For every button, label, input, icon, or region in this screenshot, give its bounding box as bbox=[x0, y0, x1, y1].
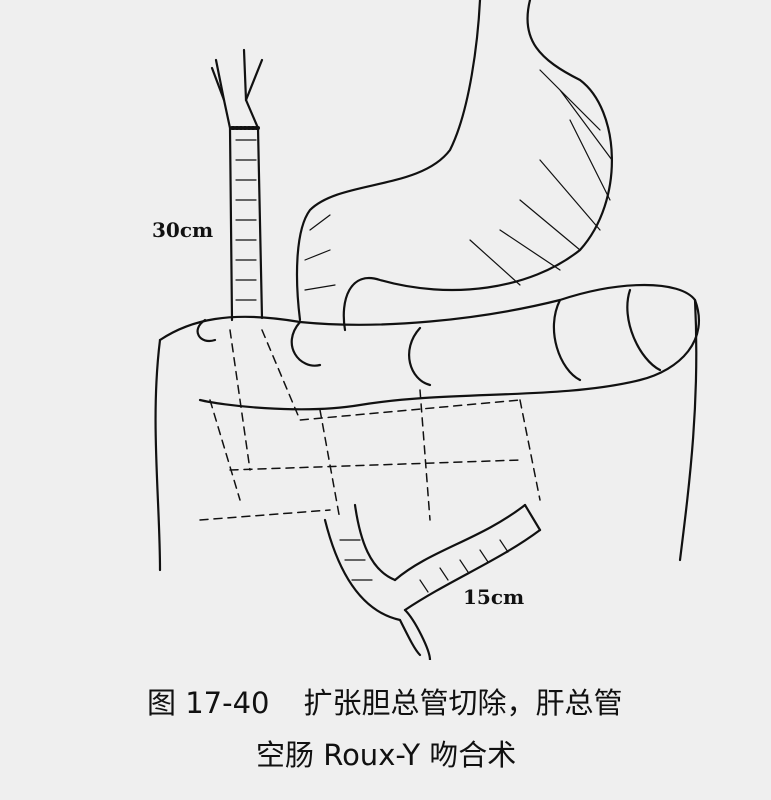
jejunum-loops bbox=[323, 503, 542, 660]
figure-caption-line2: 空肠 Roux-Y 吻合术 bbox=[256, 738, 517, 772]
figure-number: 图 17-40 bbox=[147, 686, 270, 720]
caption-text-1: 扩张胆总管切除，肝总管 bbox=[303, 686, 623, 720]
transverse-colon bbox=[154, 283, 701, 572]
mesentery bbox=[199, 329, 541, 521]
jejunum-length-label: 15cm bbox=[463, 585, 525, 609]
duct-length-label: 30cm bbox=[152, 218, 214, 242]
surgical-illustration bbox=[154, 0, 701, 660]
hepatic-duct-limb bbox=[210, 48, 264, 322]
stomach bbox=[295, 0, 613, 332]
figure-caption-line1: 图 17-40 扩张胆总管切除，肝总管 bbox=[147, 680, 623, 722]
